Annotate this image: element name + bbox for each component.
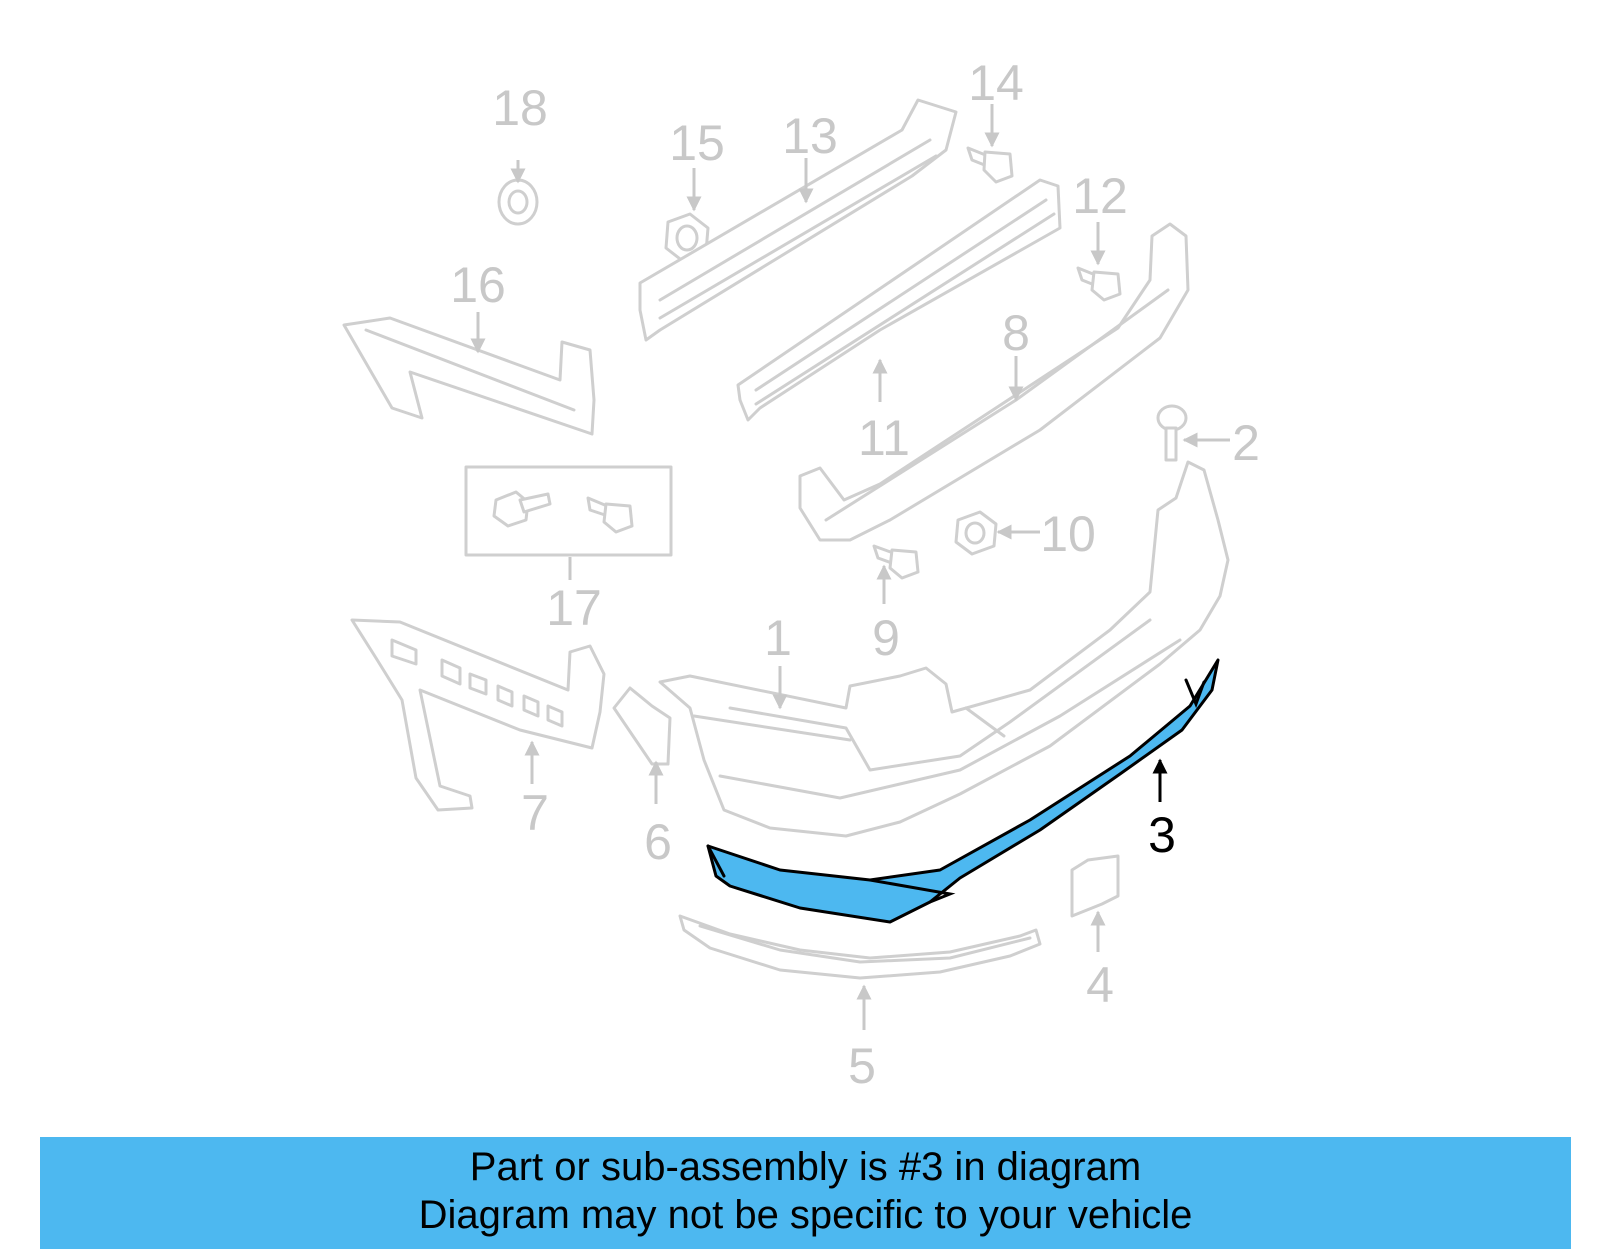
label-8: 8 (1002, 305, 1030, 361)
part-5-trim-strip[interactable]: 5 (678, 914, 1042, 1094)
label-2: 2 (1232, 415, 1260, 471)
label-10: 10 (1040, 506, 1096, 562)
label-12: 12 (1072, 168, 1128, 224)
part-11-absorber[interactable]: 11 (736, 178, 1062, 466)
label-9: 9 (872, 610, 900, 666)
banner-line-1: Part or sub-assembly is #3 in diagram (469, 1145, 1142, 1189)
label-6: 6 (644, 814, 672, 870)
part-10-nut[interactable]: 10 (954, 506, 1096, 562)
info-banner: Part or sub-assembly is #3 in diagram Di… (40, 1137, 1571, 1249)
label-15: 15 (669, 115, 725, 171)
part-2-pin[interactable]: 2 (1156, 404, 1260, 471)
label-7: 7 (521, 785, 549, 841)
label-18: 18 (492, 80, 548, 136)
part-16-bracket[interactable]: 16 (342, 257, 596, 436)
banner-line-2: Diagram may not be specific to your vehi… (418, 1193, 1193, 1237)
label-4: 4 (1086, 957, 1114, 1013)
label-1: 1 (764, 610, 792, 666)
part-12-bolt[interactable]: 12 (1072, 168, 1128, 302)
part-4-cover[interactable]: 4 (1070, 854, 1120, 1013)
part-6-seal[interactable]: 6 (612, 686, 672, 870)
part-1-bumper-cover[interactable]: 1 (658, 460, 1230, 838)
label-5: 5 (848, 1038, 876, 1094)
label-11: 11 (858, 410, 910, 466)
label-13: 13 (782, 108, 838, 164)
label-16: 16 (450, 257, 506, 313)
part-18-clip[interactable]: 18 (492, 80, 548, 226)
label-3: 3 (1148, 807, 1176, 863)
part-17-hardware-kit[interactable]: 17 (464, 465, 673, 636)
part-14-bolt[interactable]: 14 (966, 55, 1024, 184)
label-17: 17 (546, 580, 602, 636)
part-7-bracket[interactable]: 7 (350, 618, 606, 841)
part-13-reinforcement[interactable]: 13 (638, 98, 958, 342)
part-3-lower-valance[interactable]: 3 (706, 658, 1220, 924)
label-14: 14 (968, 55, 1024, 111)
part-9-bolt[interactable]: 9 (872, 544, 920, 666)
part-8-support[interactable]: 8 (798, 222, 1190, 542)
